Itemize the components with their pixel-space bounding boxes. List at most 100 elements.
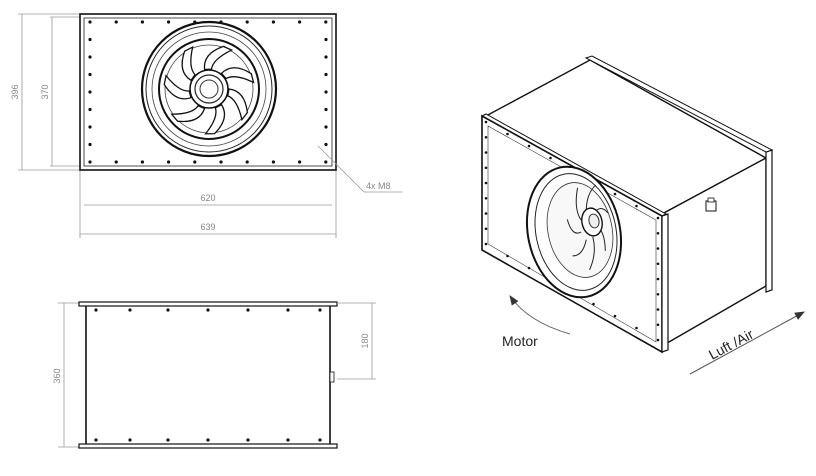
fan-blade [220, 67, 255, 84]
fan-blade [204, 103, 226, 135]
bolt-hole [94, 438, 98, 442]
bolt-hole [324, 37, 328, 42]
fan-blade [181, 45, 196, 82]
bolt-hole [193, 160, 197, 164]
bolt-hole [88, 160, 92, 164]
bolt-hole [318, 438, 322, 442]
bolt-hole [656, 338, 660, 342]
bolt-hole [88, 72, 92, 77]
bolt-hole [206, 308, 210, 312]
fan-blade [203, 45, 234, 71]
airflow-arrow [689, 311, 805, 375]
bolt-hole [128, 308, 132, 312]
bolt-hole [298, 160, 302, 164]
bolt-hole [506, 132, 509, 136]
bolt-hole [88, 37, 92, 42]
iso-cable-gland [705, 197, 717, 212]
bolt-hole [324, 160, 328, 164]
side-bolt-holes [94, 308, 322, 442]
bolt-hole [484, 196, 488, 200]
bolt-hole [88, 107, 92, 112]
bolt-hole [324, 107, 328, 112]
cable-gland [329, 371, 335, 383]
bolt-hole [484, 181, 488, 185]
bolt-hole [298, 20, 302, 24]
bolt-hole [140, 20, 144, 24]
bolt-hole [324, 90, 328, 94]
bolt-hole [527, 266, 531, 270]
bolt-hole [324, 55, 328, 59]
dim-front-width-inner: 620 [200, 193, 215, 203]
bolt-hole [94, 308, 98, 312]
bolt-hole [88, 55, 92, 59]
bolt-hole [88, 142, 92, 147]
bolt-hole [140, 160, 144, 164]
fan-blade [170, 104, 206, 123]
iso-fan-blade [575, 187, 582, 221]
bolt-hole [166, 308, 170, 312]
bolt-hole [613, 192, 617, 196]
fan-impeller [140, 20, 278, 158]
bolt-hole [484, 120, 488, 124]
bolt-hole [324, 125, 328, 129]
airflow-label: Luft /Air [706, 326, 756, 363]
bolt-hole [506, 254, 509, 258]
bolt-hole [656, 292, 660, 296]
bolt-hole [484, 166, 488, 170]
bolt-hole [167, 20, 171, 24]
bolt-hole [635, 326, 638, 330]
bolt-hole [318, 308, 322, 312]
bolt-hole [128, 438, 132, 442]
bolt-hole [114, 160, 118, 164]
bolt-hole [219, 160, 223, 164]
bolt-hole [527, 144, 531, 148]
bolt-hole [484, 212, 488, 215]
bolt-hole [635, 204, 638, 208]
bolt-hole [324, 142, 328, 147]
bolt-hole [656, 308, 660, 311]
bolt-hole [167, 160, 171, 164]
dim-front-width-outer: 639 [200, 222, 215, 232]
isometric-view: Motor Luft /Air [480, 55, 805, 375]
iso-fan-blade [572, 239, 587, 257]
bolt-hole [656, 277, 660, 281]
bolt-hole [114, 20, 118, 24]
rotation-label: Motor [502, 333, 538, 349]
bolt-hole [484, 242, 488, 246]
bolt-hole [246, 438, 250, 442]
bolt-hole [286, 438, 290, 442]
bolt-hole [592, 302, 595, 306]
bolt-hole [88, 125, 92, 129]
bolt-hole [484, 135, 488, 139]
bolt-hole [656, 247, 660, 250]
bolt-hole [656, 231, 660, 235]
dim-side-height: 360 [52, 368, 62, 383]
fan-blade [227, 88, 249, 122]
bolt-hole [88, 20, 92, 24]
bolt-hole [88, 90, 92, 94]
bolt-hole [245, 20, 249, 24]
iso-fan-blade [589, 236, 595, 271]
side-view: 360 180 [52, 301, 376, 449]
front-view: 396 370 620 639 4x M8 [10, 13, 402, 238]
bolt-hole [613, 314, 617, 318]
bolt-hole [206, 438, 210, 442]
iso-fan-blade [566, 219, 582, 234]
bolts-label: 4x M8 [366, 181, 391, 191]
front-bolt-holes [88, 20, 328, 164]
bolt-hole [245, 160, 249, 164]
bolt-hole [484, 151, 488, 154]
dim-front-height-inner: 370 [40, 84, 50, 99]
rotation-arrow [509, 295, 571, 335]
bolt-hole [166, 438, 170, 442]
bolt-hole [656, 262, 660, 266]
bolt-hole [484, 227, 488, 231]
bolt-hole [271, 20, 275, 24]
bolt-hole [286, 308, 290, 312]
bolt-hole [324, 72, 328, 77]
bolt-hole [246, 308, 250, 312]
bolt-hole [324, 20, 328, 24]
dim-side-port-offset: 180 [360, 333, 370, 348]
side-housing [85, 303, 331, 447]
